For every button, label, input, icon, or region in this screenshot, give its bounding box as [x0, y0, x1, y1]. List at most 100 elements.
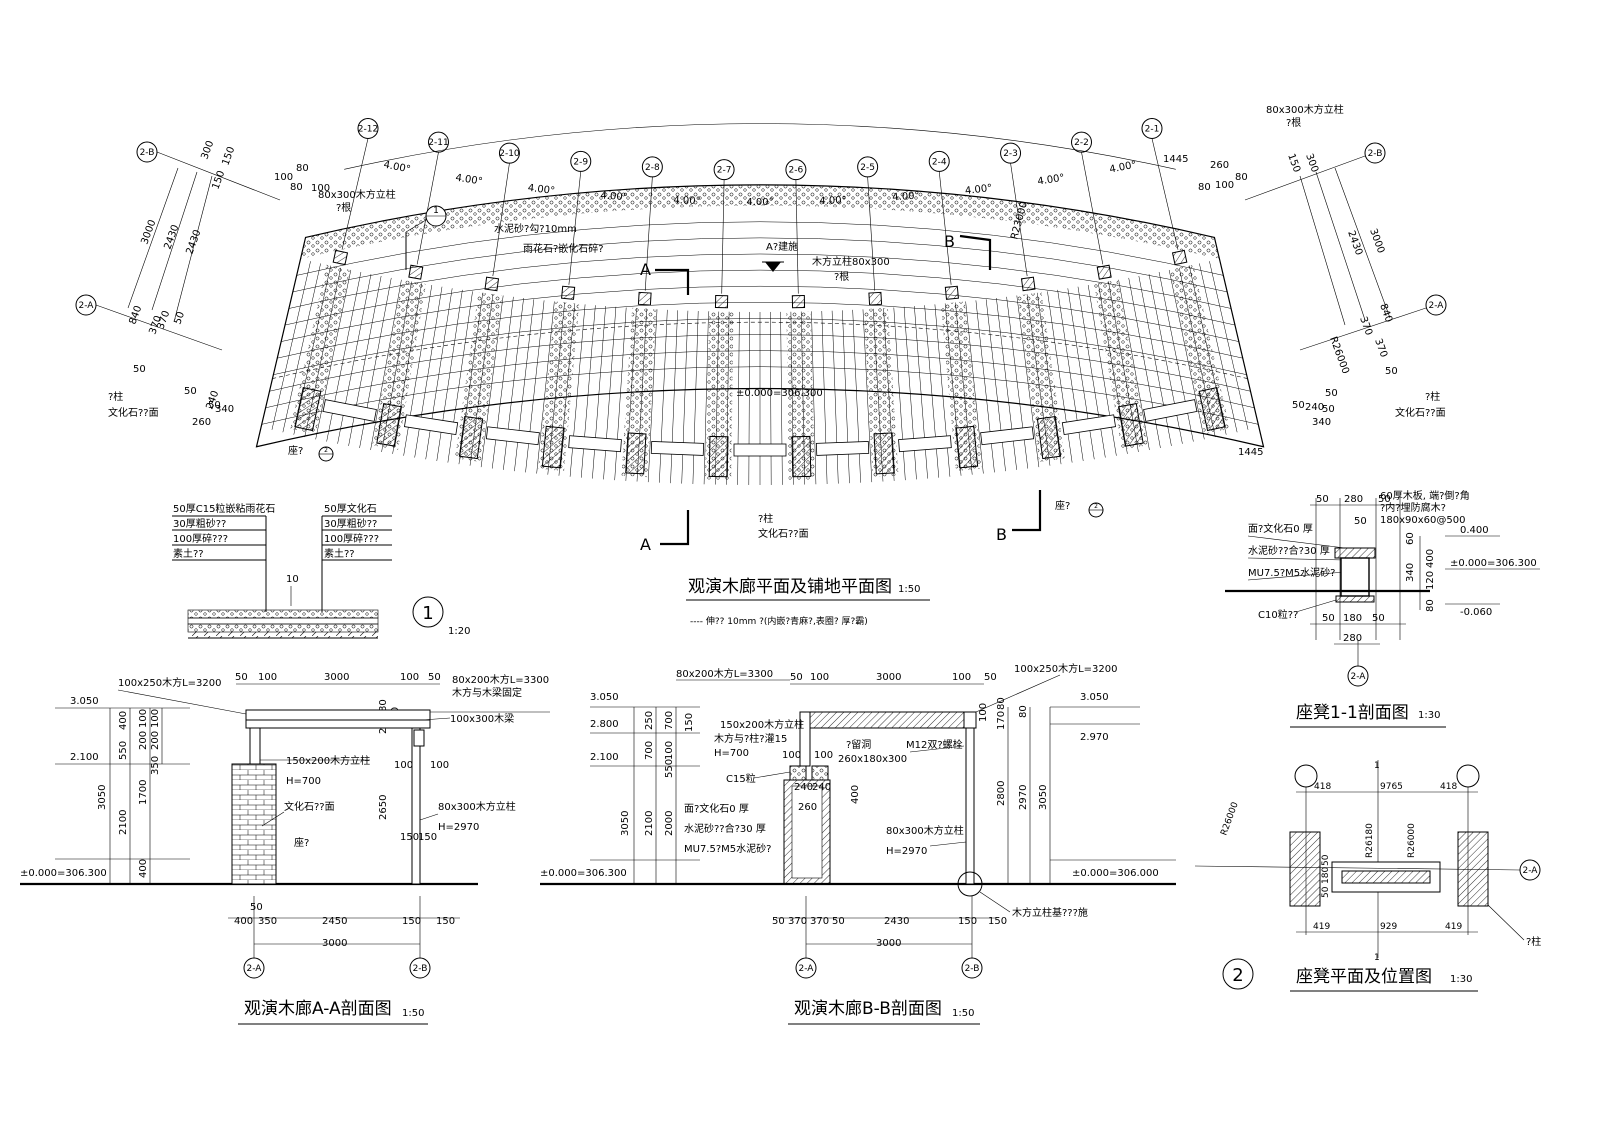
plan-axis-label: 2-1	[1145, 124, 1160, 134]
plan-seat	[650, 441, 705, 456]
svg-text:100: 100	[978, 703, 989, 722]
plan-axis-line	[1081, 152, 1104, 265]
label-col-top-left-count: ?根	[336, 201, 351, 214]
svg-text:50: 50	[172, 310, 187, 326]
detail1-right-layer-4: 素土??	[324, 547, 355, 560]
plan-seat	[568, 435, 622, 453]
svg-text:260: 260	[192, 417, 211, 428]
svg-text:150: 150	[400, 832, 419, 843]
svg-text:100: 100	[1215, 180, 1234, 191]
svg-text:50: 50	[1321, 886, 1331, 898]
section-b-b: 3.050 2.800 2.100 ±0.000=306.300 250 700…	[540, 662, 1176, 1025]
plan-axis-line	[492, 163, 510, 277]
plan-grid-radial	[1118, 279, 1150, 451]
svg-text:?内?埋防腐木?: ?内?埋防腐木?	[1380, 501, 1446, 514]
label-col-top-right: 80x300木方立柱	[1266, 103, 1344, 116]
svg-text:280: 280	[1343, 633, 1362, 644]
plan-axis-spacing: 4.00°	[746, 197, 773, 208]
plan-axis-bubble	[713, 159, 735, 181]
svg-text:R26180: R26180	[1365, 823, 1375, 858]
axis-bubble-right-bottom: 2-A	[1299, 294, 1447, 351]
svg-text:3000: 3000	[322, 938, 347, 949]
svg-text:50: 50	[208, 400, 221, 411]
label-mortar: 水泥砂?勾?10mm	[494, 222, 577, 235]
svg-text:180x90x60@500: 180x90x60@500	[1380, 515, 1465, 526]
svg-text:340: 340	[215, 404, 234, 415]
svg-text:150: 150	[988, 916, 1007, 927]
svg-text:1: 1	[1374, 761, 1380, 771]
svg-text:R26000: R26000	[1219, 801, 1240, 837]
plan-seat	[815, 441, 870, 456]
svg-text:50: 50	[1292, 400, 1305, 411]
detail1-left-layer-1: 50厚C15粒嵌粘雨花石	[173, 502, 275, 515]
plan-wood-post	[791, 295, 806, 309]
plan-pebble-band	[300, 184, 1220, 259]
svg-text:±0.000=306.000: ±0.000=306.000	[1072, 868, 1159, 879]
plan-grid-arc	[288, 253, 1232, 309]
plan-stone-pillar	[1036, 415, 1062, 460]
svg-text:MU7.5?M5水泥砂?: MU7.5?M5水泥砂?	[684, 842, 771, 855]
svg-text:240: 240	[794, 782, 813, 793]
plan-axis-spacing: 4.00°	[455, 173, 484, 188]
svg-text:150x200木方立柱: 150x200木方立柱	[286, 754, 370, 767]
plan-seat	[1143, 399, 1198, 422]
svg-text:2970: 2970	[1018, 785, 1029, 810]
plan-wood-post	[408, 264, 424, 280]
svg-text:260: 260	[798, 802, 817, 813]
svg-text:250: 250	[644, 711, 655, 730]
plan-seat	[322, 399, 377, 422]
svg-text:1: 1	[433, 206, 439, 216]
bench-plan-pillar-left	[1289, 831, 1321, 907]
svg-text:400: 400	[1425, 549, 1436, 568]
detail-marker-2-left: 2	[318, 446, 334, 462]
plan-axis-label: 2-4	[932, 157, 947, 167]
plan-axis-spacing: 4.00°	[892, 190, 920, 203]
plan-axis-spacing: 4.00°	[1037, 173, 1066, 188]
svg-text:419: 419	[1445, 922, 1462, 932]
section-b-title: 观演木廊B-B剖面图	[794, 999, 942, 1019]
svg-text:3.050: 3.050	[590, 692, 619, 703]
svg-text:3050: 3050	[1038, 785, 1049, 810]
label-radius2: R26000	[1327, 335, 1351, 375]
plan-grid-arc	[296, 221, 1224, 276]
svg-text:240: 240	[1305, 402, 1324, 413]
svg-text:3000: 3000	[876, 672, 901, 683]
plan-axis-label: 2-8	[645, 163, 660, 173]
svg-text:座?: 座?	[294, 836, 309, 849]
svg-text:50: 50	[1378, 494, 1391, 505]
plan-title: 观演木廊平面及铺地平面图	[688, 577, 892, 597]
svg-text:370: 370	[155, 309, 172, 331]
plan-axis-line	[644, 176, 653, 291]
svg-text:418: 418	[1440, 782, 1457, 792]
svg-text:50: 50	[790, 672, 803, 683]
plan-grid-radial	[536, 301, 555, 474]
plan-inner-arc	[272, 321, 1248, 379]
plan-axis-arc	[344, 123, 1176, 170]
svg-text:2430: 2430	[884, 916, 909, 927]
plan-axis-line	[938, 171, 952, 285]
paving-detail-1: 50厚C15粒嵌粘雨花石 30厚粗砂?? 100厚碎??? 素土?? 50厚文化…	[172, 502, 470, 639]
svg-text:350: 350	[150, 756, 161, 775]
plan-axis-label: 2-12	[358, 124, 378, 134]
bench-plan-2: 1 1 418 9765 418 419 929 419 2-A R26000 …	[1194, 760, 1541, 992]
plan-stone-pillar	[1117, 403, 1144, 447]
plan-axis-label: 2-7	[717, 166, 732, 176]
svg-text:3000: 3000	[1367, 227, 1386, 255]
bench-section-scale: 1:30	[1418, 710, 1440, 721]
svg-text:3.050: 3.050	[70, 696, 99, 707]
svg-text:2: 2	[1232, 965, 1243, 986]
plan-axis-bubble	[427, 131, 449, 153]
plan-geometry	[255, 184, 1265, 485]
plan-stone-pillar	[458, 415, 484, 460]
detail1-number: 1	[422, 603, 433, 624]
svg-text:2: 2	[324, 447, 328, 454]
svg-text:2800: 2800	[996, 781, 1007, 806]
plan-grid-arc	[292, 237, 1228, 293]
plan-axis-bubble	[641, 156, 663, 178]
svg-text:50: 50	[1322, 404, 1335, 415]
plan-axis-label: 2-5	[860, 163, 875, 173]
svg-text:R26000: R26000	[1407, 823, 1417, 858]
svg-text:100: 100	[782, 750, 801, 761]
svg-text:10: 10	[286, 574, 299, 585]
detail1-number-circle	[412, 596, 444, 628]
